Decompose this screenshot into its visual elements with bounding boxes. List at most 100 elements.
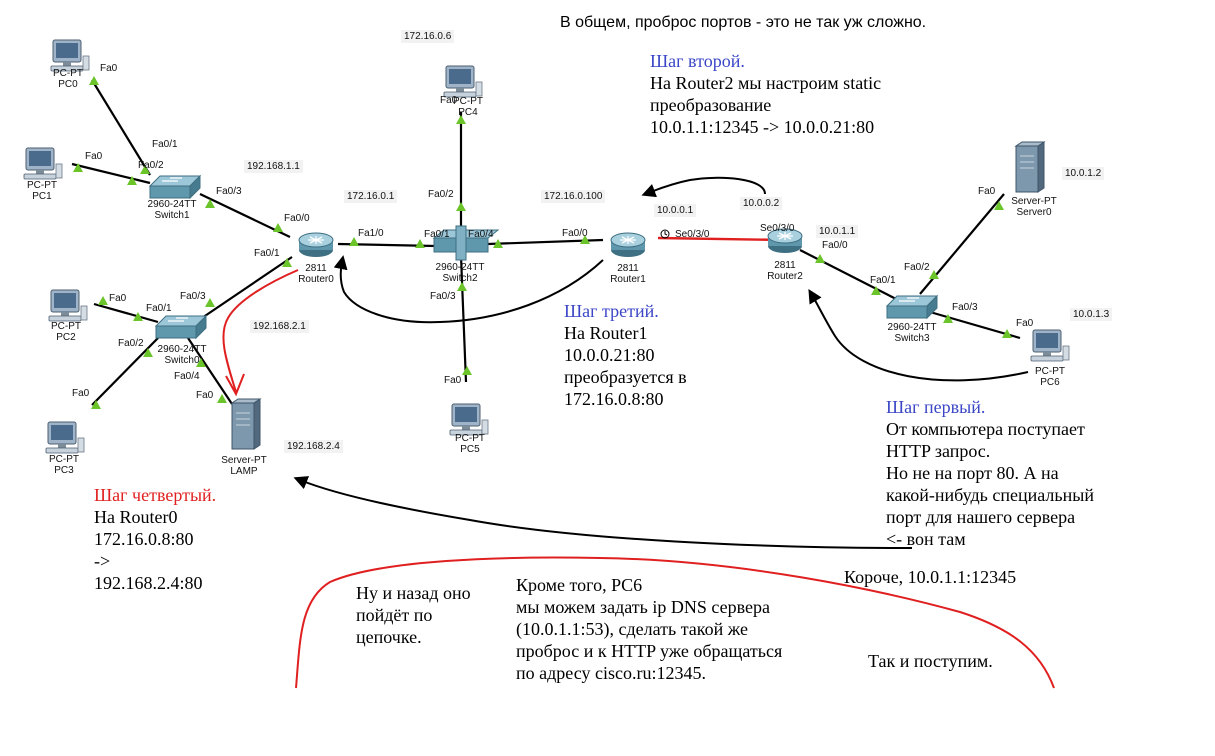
ip-label-router0-fa0-0: 192.168.1.1 [244,160,303,173]
port-label: Fa0 [1016,318,1034,329]
switch1-icon[interactable] [149,175,201,199]
switch1-model: 2960-24TT [147,199,197,210]
clock-icon [660,229,670,239]
step1-line: HTTP запрос. [886,441,991,461]
port-label: Fa0/3 [180,291,206,302]
port-markers [73,76,1012,409]
ip-label-router0-fa0-1: 192.168.2.1 [250,320,309,333]
arrow-router2-to-router1 [641,176,766,198]
pc6-icon[interactable] [1030,329,1070,362]
port-label: Fa0/3 [430,291,456,302]
pc1-model: PC-PT [27,180,57,191]
pc1-icon[interactable] [23,147,63,180]
port-marker [140,165,150,174]
step1-line: Но не на порт 80. А на [886,463,1059,483]
sowill-note: Так и поступим. [868,651,993,671]
step3-note: Шаг третий. На Router1 10.0.0.21:80 прео… [564,300,687,410]
shorter-note: Короче, 10.0.1.1:12345 [844,567,1017,587]
switch3-model: 2960-24TT [887,322,937,333]
router0-name: Router0 [298,274,334,285]
ip-label-router1-serial: 10.0.0.1 [654,204,697,217]
pc3-model: PC-PT [49,454,79,465]
port-label: Fa0/4 [468,229,494,240]
ip-label-pc6: 10.0.1.3 [1070,308,1113,321]
arrow-bottom-to-lamp [293,476,913,549]
dns-note: Кроме того, PC6 мы можем задать ip DNS с… [516,574,782,684]
arrow-router1-to-router0 [333,255,604,324]
switch2-model: 2960-24TT [435,262,485,273]
port-label: Fa0 [196,390,214,401]
switch0-model: 2960-24TT [157,344,207,355]
pc4-icon[interactable] [443,65,483,98]
port-marker [456,202,466,211]
switch2-icon[interactable] [432,225,500,261]
step2-line: На Router2 мы настроим static [650,73,882,93]
port-label: Fa0/1 [146,303,172,314]
port-marker [127,176,137,185]
router1-model: 2811 [617,263,639,274]
red-arrowhead [225,373,245,397]
port-marker [456,115,466,124]
pc3-icon[interactable] [45,421,85,454]
port-marker [133,312,143,321]
pc1-name: PC1 [32,191,52,202]
switch0-icon[interactable] [155,315,207,339]
step2-heading: Шаг второй. [650,51,745,71]
link-switch0-lamp [187,337,233,405]
server0-name: Server0 [1016,207,1052,218]
lamp-server-icon[interactable] [231,398,261,450]
port-marker [580,235,590,244]
step3-line: На Router1 [564,323,648,343]
port-label: Fa0/0 [562,228,588,239]
pc6-name: PC6 [1040,377,1060,388]
step4-line: 192.168.2.4:80 [94,573,203,593]
port-marker [415,239,425,248]
port-label: Se0/3/0 [760,223,795,234]
port-label: Fa0/1 [152,139,178,150]
port-label: Fa0 [109,293,127,304]
step4-heading: Шаг четвертый. [94,485,217,505]
port-label: Fa0/1 [424,229,450,240]
port-label: Fa0 [440,95,458,106]
pc2-name: PC2 [56,332,76,343]
dns-line: мы можем задать ip DNS сервера [516,597,770,617]
router1-name: Router1 [610,274,646,285]
ip-label-pc4: 172.16.0.6 [401,30,455,43]
port-marker [205,298,215,307]
link-pc1-switch1 [71,162,151,185]
port-marker [205,199,215,208]
switch3-icon[interactable] [886,295,938,319]
switch0-name: Switch0 [164,355,200,366]
step2-line: преобразование [650,95,772,115]
link-router1-router2-serial [657,236,787,242]
pc5-icon[interactable] [449,403,489,436]
router1-icon[interactable] [610,232,646,258]
port-marker [871,286,881,295]
pc2-icon[interactable] [48,289,88,322]
back-line: Ну и назад оно [356,583,471,603]
ip-label-router1-fa0-0: 172.16.0.100 [541,190,606,203]
ip-label-router2-serial: 10.0.0.2 [740,197,783,210]
router0-icon[interactable] [298,232,334,258]
port-label: Fa0/2 [118,338,144,349]
port-label: Fa0/2 [138,160,164,171]
step4-line: 172.16.0.8:80 [94,529,194,549]
pc6-model: PC-PT [1035,366,1065,377]
link-switch2-pc5 [459,255,468,383]
server0-icon[interactable] [1015,141,1045,193]
step1-line: <- вон там [886,529,966,549]
server0-model: Server-PT [1011,196,1057,207]
port-label: Fa0 [100,63,118,74]
port-marker [196,358,206,367]
pc4-name: PC4 [458,107,478,118]
pc0-icon[interactable] [50,39,90,72]
